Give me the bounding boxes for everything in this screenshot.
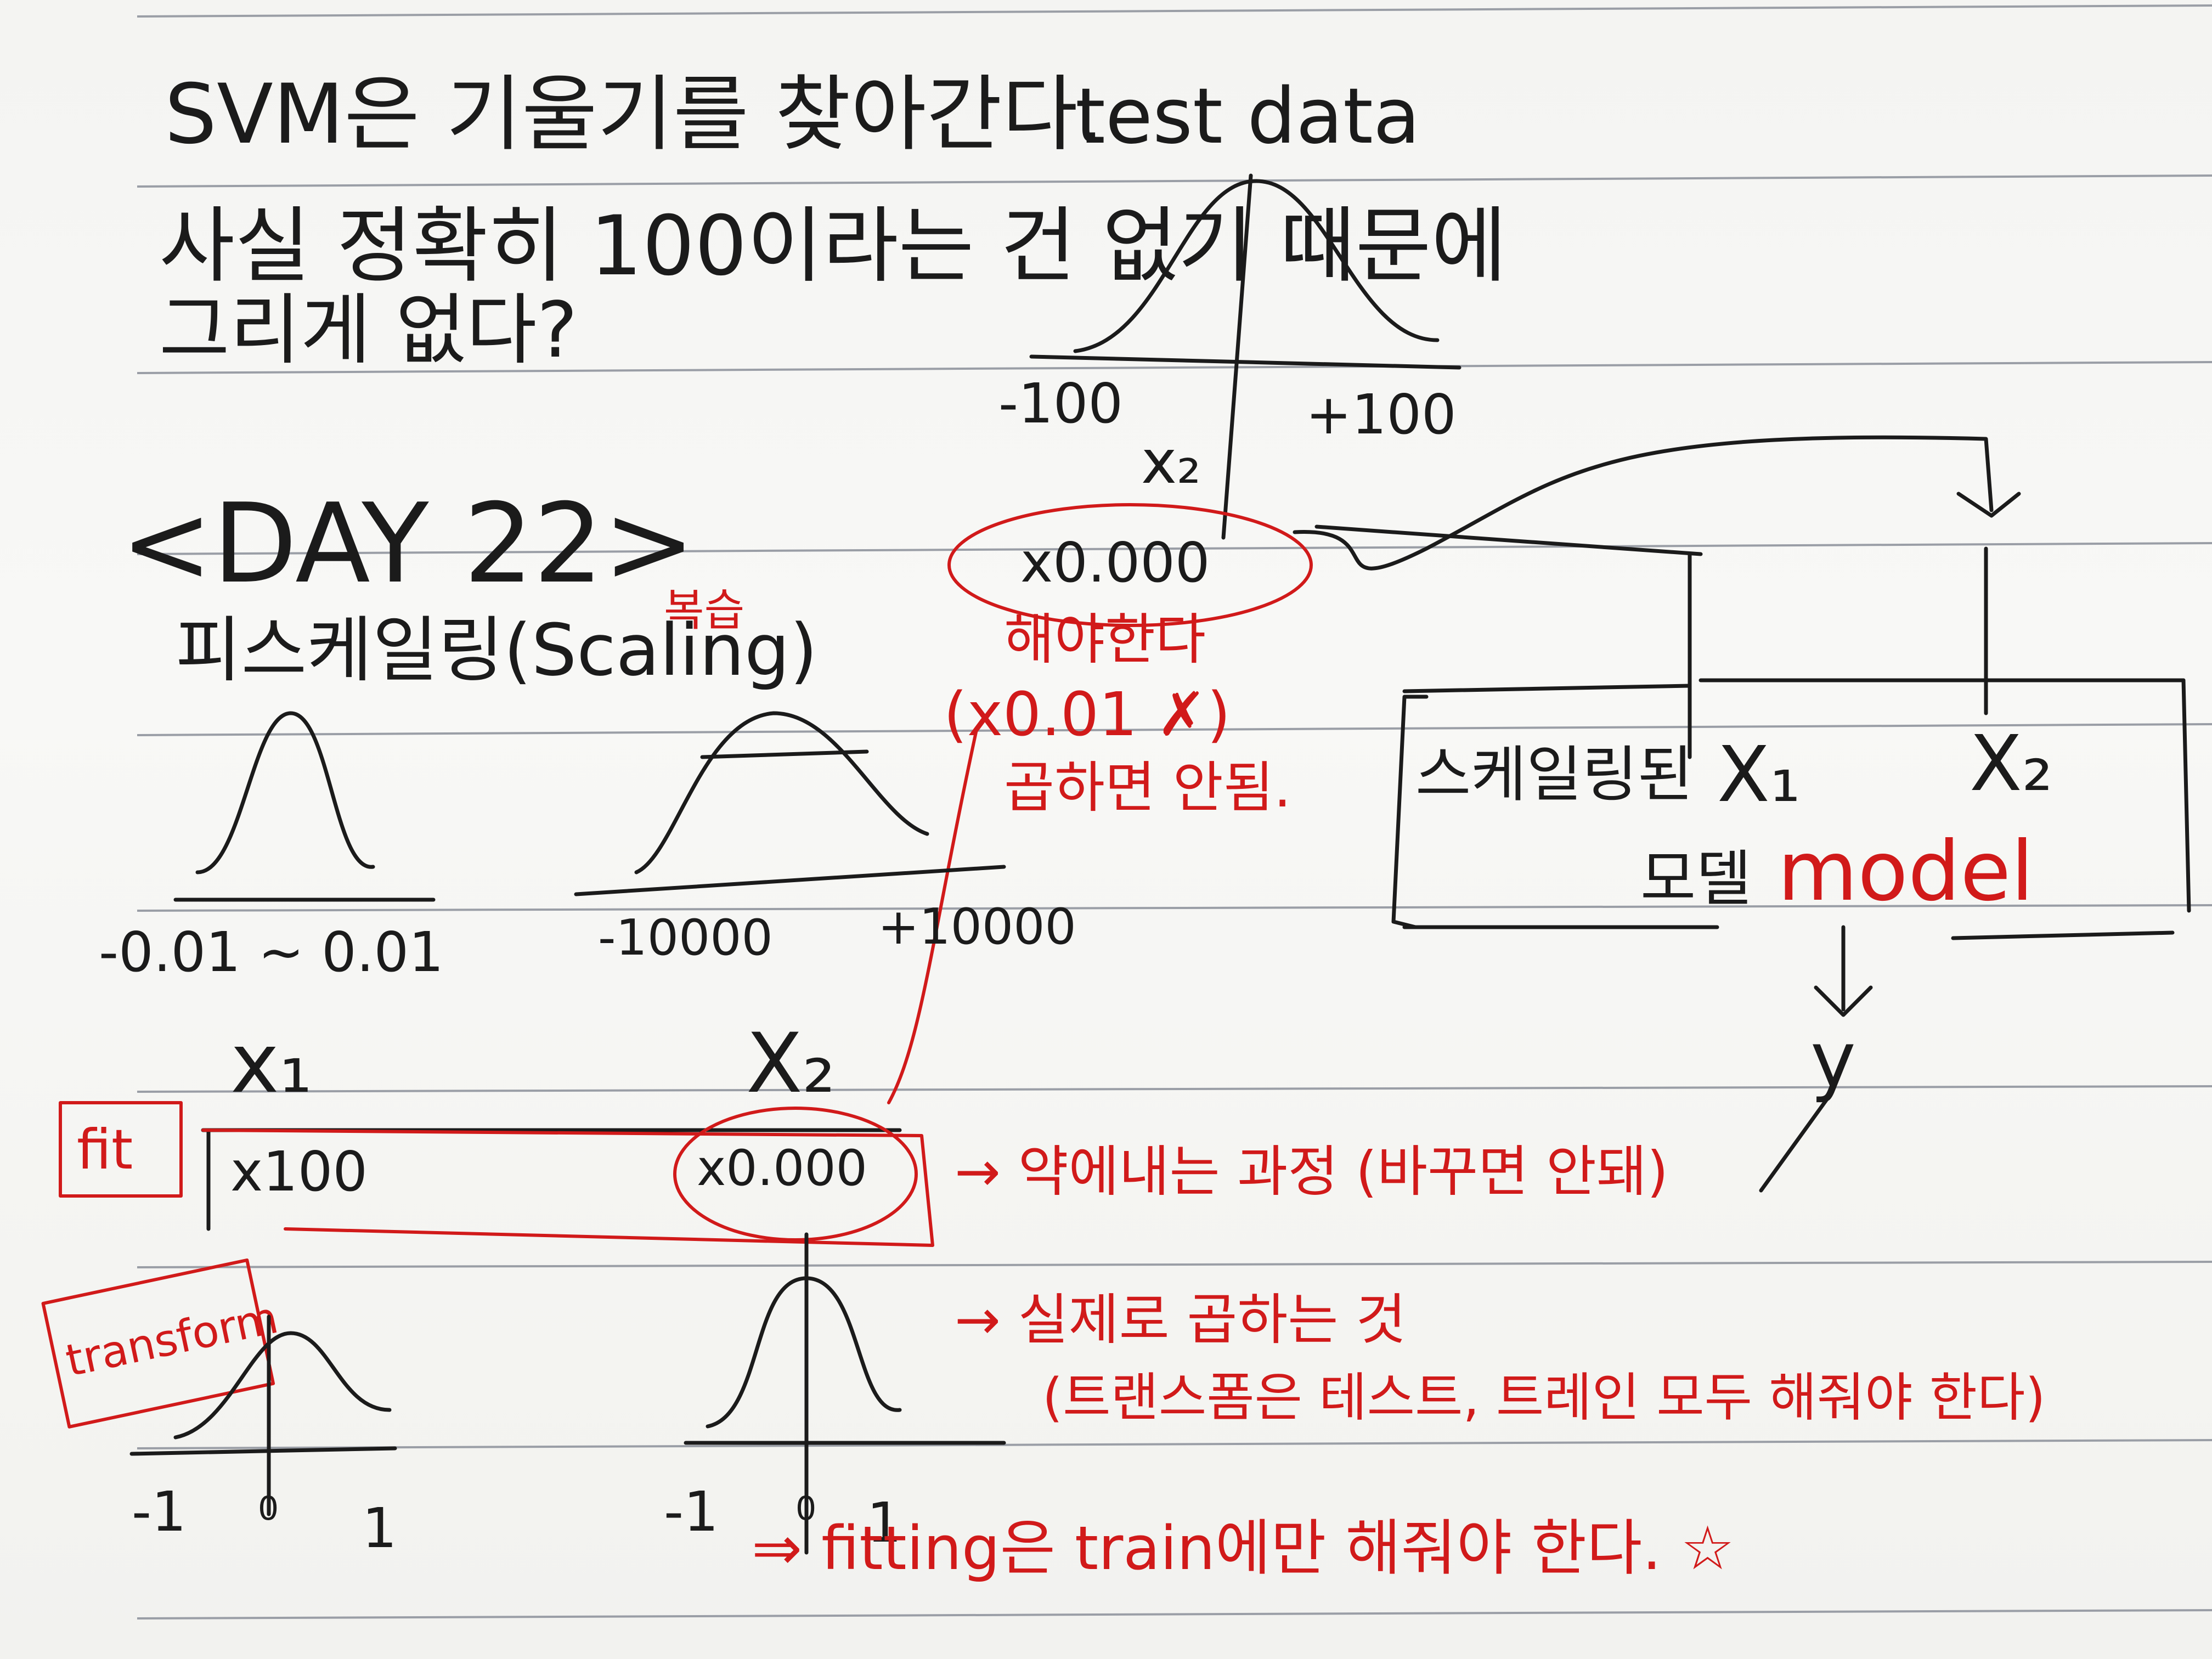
scaled-label: 스케일링된: [1415, 740, 1693, 810]
red-note-1: 해야한다: [1004, 607, 1206, 672]
transformed-x2-curve: [706, 1276, 902, 1429]
note-line-2: 사실 정확히 100이라는 건 없기 때문에: [159, 199, 1507, 294]
x1-axis-pos: 1: [362, 1496, 397, 1560]
red-note-3: 곱하면 안됨.: [1004, 755, 1291, 820]
x2-label: X₂: [1970, 719, 2053, 809]
x1-axis-zero: 0: [258, 1489, 279, 1528]
model-box-top-left: [1402, 684, 1692, 693]
narrow-bell-curve: [195, 711, 375, 874]
model-word: 모델: [1640, 844, 1751, 914]
x2-axis-zero: 0: [795, 1489, 816, 1528]
fit-row-red-box: [201, 1128, 934, 1247]
note-line-3: 그리게 없다?: [159, 286, 578, 375]
red-note-2: (x0.01 ✗): [944, 679, 1231, 749]
model-output-arrow-head: [1814, 985, 1873, 1017]
test-var-label: x₂: [1141, 427, 1201, 497]
model-box-right-edge: [2181, 678, 2191, 913]
test-data-curve: [1073, 179, 1440, 353]
test-data-center-line: [1221, 173, 1253, 540]
range-left: -0.01 ~ 0.01: [99, 920, 444, 984]
fit-label-box: [59, 1101, 183, 1198]
model-box-bottom-right: [1951, 930, 2175, 940]
note-fit: → 약에내는 과정 (바꾸면 안돼): [955, 1139, 1668, 1204]
fit-x1-value: x100: [230, 1139, 368, 1204]
range-right-neg: -10000: [598, 909, 773, 967]
transform-label: transform: [61, 1292, 283, 1387]
transformed-x1-axis: [129, 1446, 397, 1456]
y-tail-stroke: [1759, 1090, 1835, 1193]
wide-bell-axis: [574, 865, 1006, 896]
conclusion-note: ⇒ fitting은 train에만 해줘야 한다. ☆: [752, 1513, 1735, 1583]
wide-bell-span-arrow: [700, 749, 869, 759]
x1-label: X₁: [1717, 730, 1801, 820]
var-x2-label: X₂: [746, 1016, 836, 1111]
note-transform-2: (트랜스폼은 테스트, 트레인 모두 해줘야 한다): [1042, 1368, 2046, 1428]
arrow-head-x2: [1956, 492, 2021, 518]
test-data-axis: [1029, 354, 1462, 370]
red-connector-line: [887, 728, 978, 1104]
test-data-label: test data: [1075, 72, 1420, 161]
test-tick-right: +100: [1306, 382, 1457, 447]
transform-label-box: [41, 1258, 275, 1429]
ruled-lines: [137, 4, 2212, 1620]
range-right-pos: +10000: [878, 898, 1076, 956]
fit-label: fit: [77, 1118, 133, 1182]
model-word-red: model: [1778, 824, 2034, 919]
day-heading: <DAY 22>: [121, 480, 695, 608]
fit-x2-circle: [673, 1107, 918, 1242]
transform-label-group: transform: [41, 1258, 283, 1429]
model-box-left-bracket: [1391, 695, 1429, 929]
review-mark: 복습: [664, 585, 744, 636]
x2-axis-neg: -1: [664, 1480, 719, 1544]
arrow-line-x1: [1314, 524, 1703, 556]
section-title: 피스케일링(Scaling): [176, 608, 817, 692]
test-multiplier: x0.000: [1020, 531, 1210, 595]
note-transform: → 실제로 곱하는 것: [955, 1288, 1406, 1352]
wide-bell-curve: [634, 711, 929, 874]
var-x1-label: x₁: [230, 1016, 312, 1111]
test-multiplier-circle: [947, 503, 1313, 627]
transformed-x1-curve: [173, 1331, 392, 1440]
x2-axis-pos: 1: [867, 1491, 902, 1555]
test-tick-left: -100: [998, 371, 1123, 436]
arrow-to-x2: [1293, 435, 1994, 571]
fit-x2-value: x0.000: [697, 1139, 867, 1197]
x1-axis-neg: -1: [132, 1480, 187, 1544]
note-line-1: SVM은 기울기를 찾아간다.: [165, 67, 1104, 162]
